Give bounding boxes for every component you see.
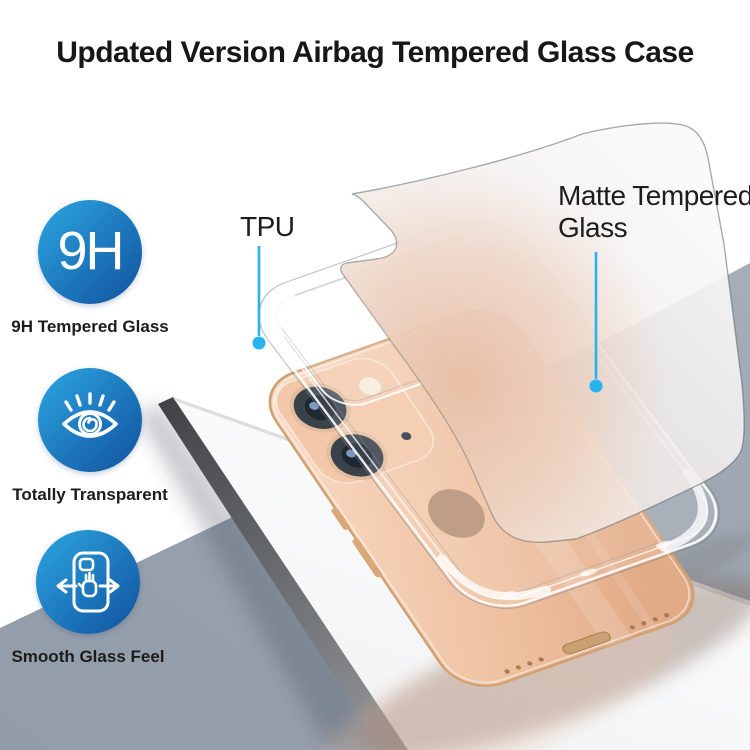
glass-sheet <box>340 122 745 543</box>
table-edge <box>158 397 408 750</box>
side-button <box>352 538 382 578</box>
9h-badge-icon: 9H <box>38 200 142 304</box>
9h-icon-text: 9H <box>57 221 124 281</box>
phone-swipe-icon <box>36 530 140 634</box>
badge-label: Totally Transparent <box>12 485 168 504</box>
feature-badge-smooth: Smooth Glass Feel <box>6 530 170 667</box>
charging-port <box>504 613 670 674</box>
camera-mic-dot <box>401 432 412 441</box>
eye-icon <box>38 368 142 472</box>
brand-logo <box>428 489 485 538</box>
badge-label: Smooth Glass Feel <box>11 647 165 666</box>
phone-reflection <box>321 614 679 750</box>
feature-badge-9h: 9H 9H Tempered Glass <box>8 200 172 337</box>
page-title: Updated Version Airbag Tempered Glass Ca… <box>56 36 694 69</box>
annotation-tpu-label: TPU <box>240 211 295 242</box>
tpu-pointer-dot <box>252 336 266 350</box>
side-button <box>331 507 350 530</box>
glass-pointer-dot <box>589 379 603 393</box>
annotation-matte-glass-label: Matte Tempered Glass <box>558 180 750 244</box>
badge-label: 9H Tempered Glass <box>11 317 169 336</box>
feature-badge-transparent: Totally Transparent <box>8 368 172 505</box>
camera-flash <box>356 375 384 397</box>
